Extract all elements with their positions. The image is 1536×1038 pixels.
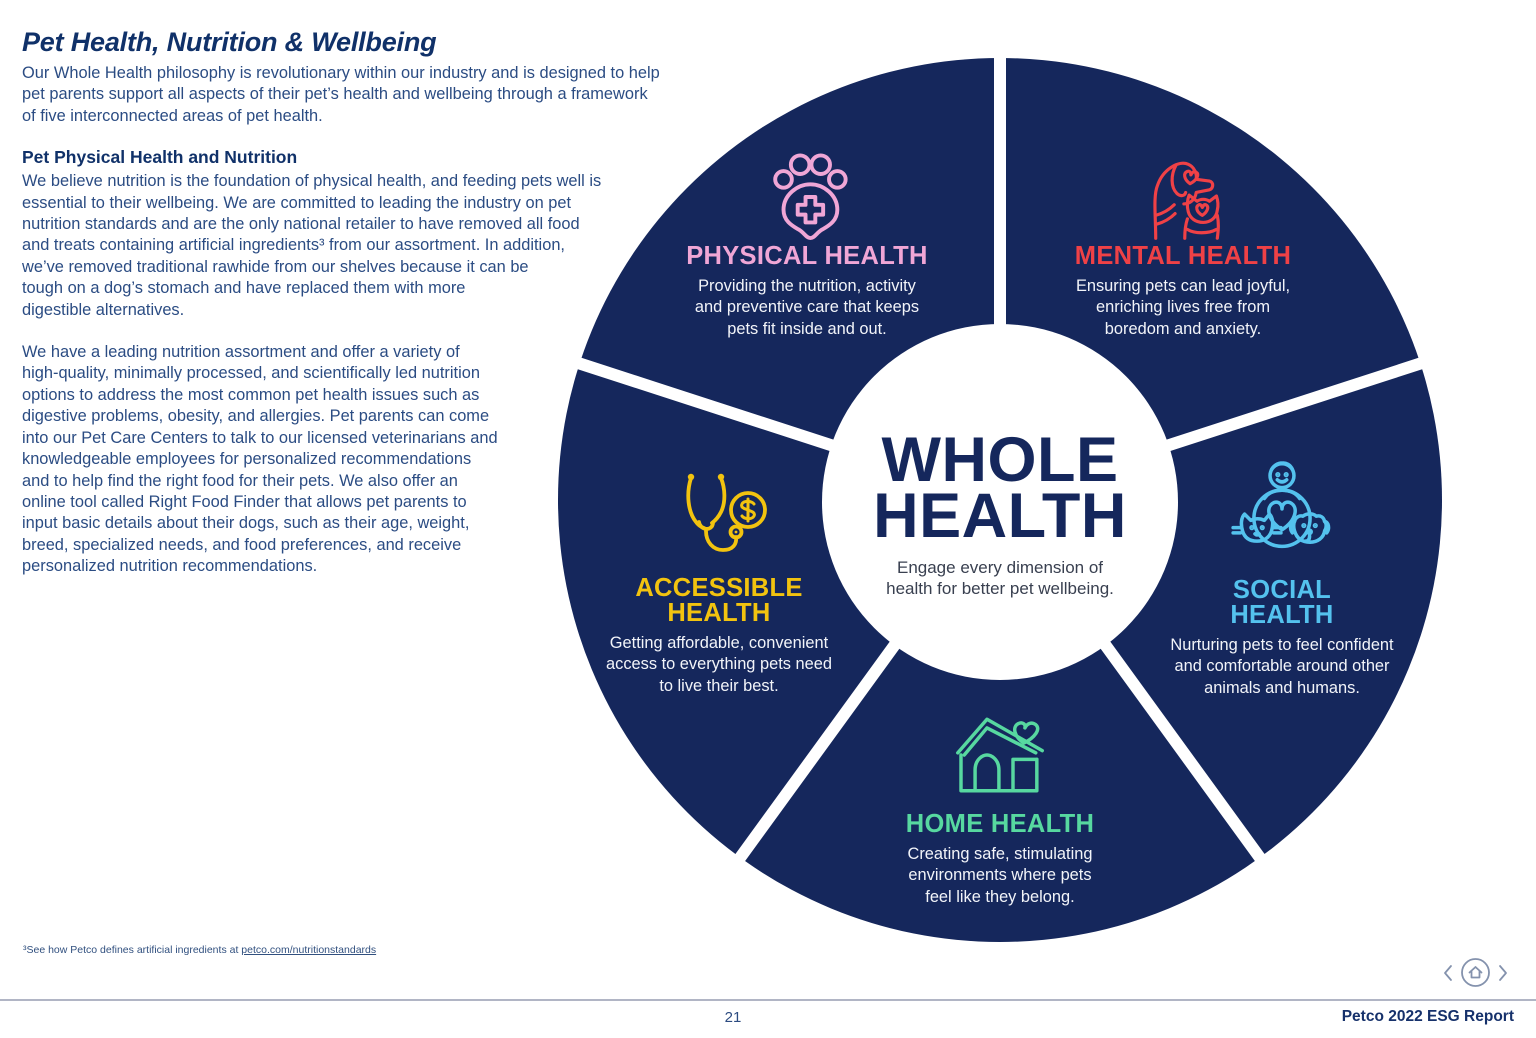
stethoscope-dollar-icon <box>686 473 767 552</box>
segment-physical-health: PHYSICAL HEALTH Providing the nutrition,… <box>646 152 968 340</box>
left-text-column: Pet Health, Nutrition & Wellbeing Our Wh… <box>22 27 742 578</box>
page-navigation <box>1443 957 1508 988</box>
chevron-right-icon[interactable] <box>1498 964 1508 982</box>
person-with-pets-heart-icon <box>1231 461 1331 549</box>
whole-health-wheel <box>558 58 1442 942</box>
segment-description: Ensuring pets can lead joyful, enriching… <box>1075 277 1291 338</box>
whole-health-subtitle: Engage every dimension of health for bet… <box>886 558 1114 598</box>
segment-title: SOCIAL HEALTH <box>1230 576 1334 629</box>
home-icon[interactable] <box>1460 957 1491 988</box>
paw-medical-cross-icon <box>773 153 848 241</box>
segment-description: Providing the nutrition, activity and pr… <box>694 277 920 338</box>
segment-description: Creating safe, stimulating environments … <box>907 845 1093 906</box>
body-paragraph-1: We believe nutrition is the foundation o… <box>22 172 602 319</box>
segment-description: Getting affordable, convenient access to… <box>606 634 832 695</box>
segment-title: PHYSICAL HEALTH <box>686 242 928 270</box>
page-number: 21 <box>724 1009 742 1026</box>
whole-health-title: WHOLE HEALTH <box>873 425 1127 551</box>
footnote-text: ³See how Petco defines artificial ingred… <box>23 944 242 956</box>
section-heading: Pet Physical Health and Nutrition <box>22 147 298 168</box>
segment-accessible-health: ACCESSIBLE HEALTH Getting affordable, co… <box>560 470 878 697</box>
segment-title: HOME HEALTH <box>905 810 1095 838</box>
footer-divider <box>0 999 1536 1001</box>
segment-title: MENTAL HEALTH <box>1074 242 1292 270</box>
segment-home-health: HOME HEALTH Creating safe, stimulating e… <box>840 716 1160 908</box>
body-paragraph-2: We have a leading nutrition assortment a… <box>22 343 498 576</box>
footnote: ³See how Petco defines artificial ingred… <box>23 944 376 956</box>
intro-paragraph: Our Whole Health philosophy is revolutio… <box>22 64 660 125</box>
chevron-left-icon[interactable] <box>1443 964 1453 982</box>
wheel-center: WHOLE HEALTH Engage every dimension of h… <box>822 425 1178 599</box>
segment-social-health: SOCIAL HEALTH Nurturing pets to feel con… <box>1122 458 1442 699</box>
wheel-center-disc <box>822 324 1178 680</box>
page-title: Pet Health, Nutrition & Wellbeing <box>22 27 437 57</box>
footnote-link[interactable]: petco.com/nutritionstandards <box>241 944 377 956</box>
dog-and-cat-hearts-icon <box>1153 161 1220 240</box>
segment-mental-health: MENTAL HEALTH Ensuring pets can lead joy… <box>1022 152 1344 340</box>
report-title: Petco 2022 ESG Report <box>1341 1008 1514 1025</box>
segment-description: Nurturing pets to feel confident and com… <box>1170 636 1394 697</box>
doghouse-heart-icon <box>956 717 1044 793</box>
segment-title: ACCESSIBLE HEALTH <box>635 574 803 627</box>
